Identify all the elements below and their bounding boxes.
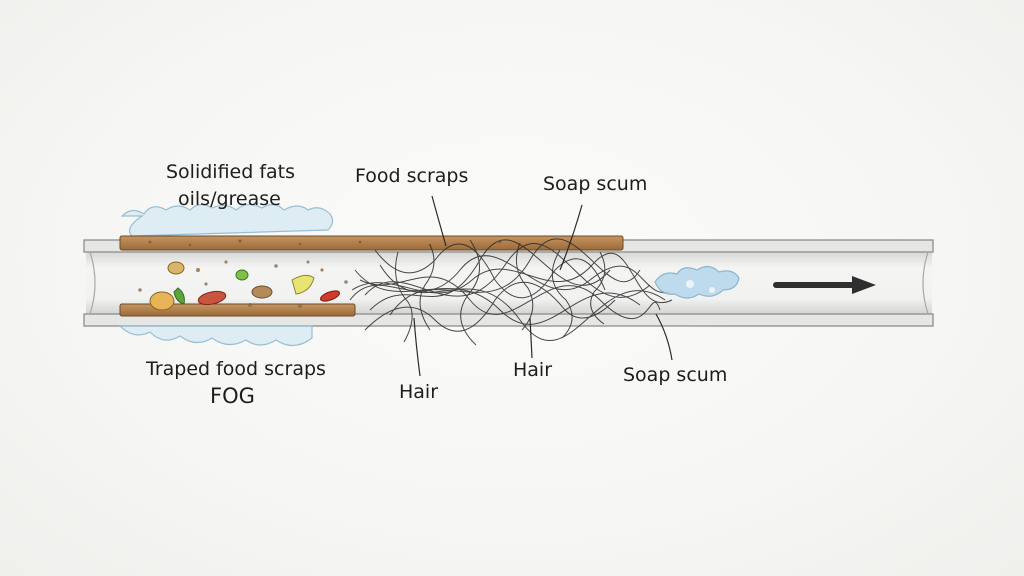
label-oils-grease: oils/grease xyxy=(178,187,281,211)
label-fog: FOG xyxy=(210,384,255,408)
label-food-scraps: Food scraps xyxy=(355,164,468,188)
label-solidified-fats: Solidified fats xyxy=(166,160,295,184)
label-hair-left: Hair xyxy=(399,380,438,404)
label-soap-scum-top: Soap scum xyxy=(543,172,647,196)
label-hair-right: Hair xyxy=(513,358,552,382)
grease-deposit-top xyxy=(120,204,623,250)
grease-foam-bottom xyxy=(120,326,312,346)
label-traped-food-scraps: Traped food scraps xyxy=(146,357,326,381)
label-soap-scum-bottom: Soap scum xyxy=(623,363,727,387)
leader-hair-left xyxy=(414,318,420,376)
